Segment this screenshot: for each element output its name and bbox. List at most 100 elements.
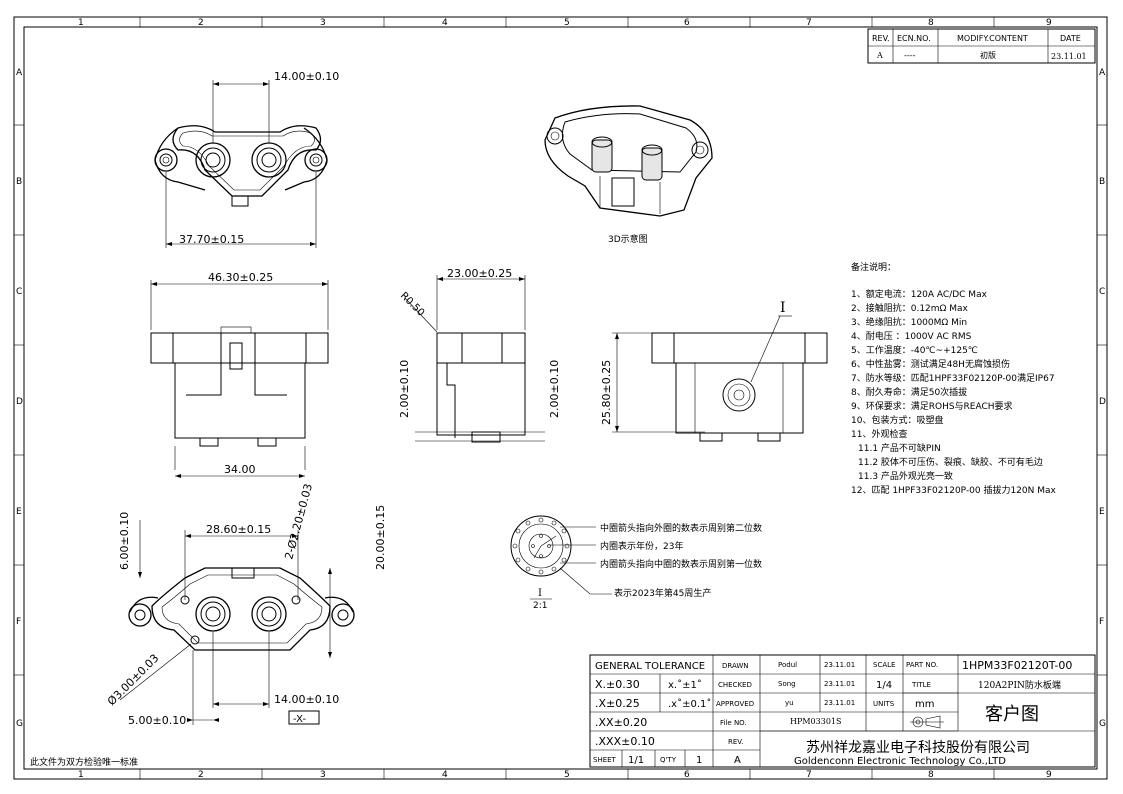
note-line: 12、匹配 1HPF33F02120P-00 插拔力120N Max bbox=[851, 484, 1057, 496]
scale-value: 1/4 bbox=[876, 680, 892, 691]
tol-row-angle: .x˚±0.1˚ bbox=[668, 698, 711, 710]
side-dim-2-right: 2.00±0.10 bbox=[548, 360, 561, 418]
inner-frame bbox=[23, 26, 1098, 770]
col-num-top: 3 bbox=[320, 18, 326, 28]
col-num-top: 2 bbox=[198, 18, 204, 28]
right-view: 25.80±0.25 I bbox=[600, 300, 828, 442]
col-num-bottom: 5 bbox=[564, 770, 570, 780]
note-line: 10、包装方式：吸塑盘 bbox=[851, 414, 943, 426]
note-line: 6、中性盐雾：测试满足48H无腐蚀损伤 bbox=[851, 358, 1010, 370]
approved-date: 23.11.01 bbox=[824, 699, 855, 707]
sheet-value: 1/1 bbox=[628, 755, 644, 766]
detail-label: I bbox=[538, 588, 542, 599]
checked-date: 23.11.01 bbox=[824, 680, 855, 688]
note-line: 3、绝缘阻抗：1000MΩ Min bbox=[851, 316, 967, 328]
top-view: 14.00±0.10 37.70±0.15 bbox=[154, 70, 339, 248]
note-line: 4、耐电压 ：1000V AC RMS bbox=[851, 330, 972, 342]
iso-caption: 3D示意图 bbox=[608, 233, 648, 245]
row-letter-left: D bbox=[16, 397, 23, 407]
tol-row: .XXX±0.10 bbox=[595, 735, 655, 748]
part-no: 1HPM33F02120T-00 bbox=[962, 659, 1072, 672]
tol-row-angle: x.˚±1˚ bbox=[668, 679, 702, 691]
top-dim-37: 37.70±0.15 bbox=[179, 233, 244, 246]
detail-note-1: 中圈箭头指向外圈的数表示周别第二位数 bbox=[600, 522, 762, 534]
sheet-label: SHEET bbox=[593, 756, 617, 764]
date-header: DATE bbox=[1060, 34, 1081, 43]
note-line: 1、额定电流：120A AC/DC Max bbox=[851, 288, 988, 300]
right-callout-I: I bbox=[780, 300, 786, 316]
tol-row: X.±0.30 bbox=[595, 678, 640, 691]
detail-view: 中圈箭头指向外圈的数表示周别第二位数 内圈表示年份，23年 内圈箭头指向中圈的数… bbox=[510, 515, 762, 611]
modify-value: 初版 bbox=[980, 50, 996, 60]
col-num-top: 6 bbox=[684, 18, 690, 28]
front-dim-46: 46.30±0.25 bbox=[208, 271, 273, 284]
units-value: mm bbox=[915, 699, 934, 710]
notes-title: 备注说明： bbox=[851, 261, 896, 273]
note-line: 11.2 胶体不可压伤、裂痕、缺胶、不可有毛边 bbox=[858, 456, 1043, 468]
checked-label: CHECKED bbox=[718, 681, 752, 689]
row-letter-left: C bbox=[16, 287, 22, 297]
row-letter-left: G bbox=[16, 719, 23, 729]
drawn-by: Podul bbox=[778, 661, 797, 669]
col-num-bottom: 7 bbox=[806, 770, 812, 780]
row-letter-left: E bbox=[16, 507, 22, 517]
col-num-bottom: 3 bbox=[320, 770, 326, 780]
row-letter-left: B bbox=[16, 177, 22, 187]
col-num-bottom: 4 bbox=[442, 770, 448, 780]
detail-note-2: 内圈表示年份，23年 bbox=[600, 540, 683, 552]
file-no: HPM03301S bbox=[790, 717, 841, 726]
company-cn: 苏州祥龙嘉业电子科技股份有限公司 bbox=[806, 740, 1030, 756]
detail-note-3: 内圈箭头指向中圈的数表示周别第一位数 bbox=[600, 558, 762, 570]
ecn-header: ECN.NO. bbox=[897, 34, 931, 43]
qty-label: Q'TY bbox=[660, 756, 677, 764]
col-num-top: 9 bbox=[1046, 18, 1052, 28]
bottom-view: 28.60±0.15 2-Ø2.20±0.03 20.00±0.15 6.00±… bbox=[105, 482, 387, 727]
side-dim-2-left: 2.00±0.10 bbox=[398, 360, 411, 418]
col-num-bottom: 9 bbox=[1046, 770, 1052, 780]
note-line: 2、接触阻抗：0.12mΩ Max bbox=[851, 302, 969, 314]
outer-frame bbox=[13, 16, 1108, 780]
bottom-dim-6: 6.00±0.10 bbox=[118, 512, 131, 570]
note-line: 11.3 产品外观光亮一致 bbox=[858, 470, 953, 482]
note-line: 5、工作温度：-40℃~+125℃ bbox=[851, 344, 978, 356]
modify-header: MODIFY.CONTENT bbox=[957, 34, 1028, 43]
qty-value: 1 bbox=[696, 755, 702, 766]
rev-label: REV. bbox=[728, 738, 743, 746]
approved-label: APPROVED bbox=[716, 700, 754, 708]
date-value: 23.11.01 bbox=[1051, 52, 1087, 61]
col-num-top: 5 bbox=[564, 18, 570, 28]
rev-header: REV. bbox=[872, 34, 890, 43]
side-dim-23: 23.00±0.25 bbox=[447, 267, 512, 280]
customer-drawing: 客户图 bbox=[985, 704, 1039, 725]
title-value: 120A2PIN防水板端 bbox=[978, 679, 1061, 691]
row-letter-right: G bbox=[1099, 719, 1106, 729]
row-letter-right: E bbox=[1099, 507, 1105, 517]
bottom-dim-20: 20.00±0.15 bbox=[374, 505, 387, 570]
detail-note-4: 表示2023年第45周生产 bbox=[614, 587, 711, 599]
col-num-bottom: 8 bbox=[928, 770, 934, 780]
title-label: TITLE bbox=[911, 681, 931, 689]
part-label: PART NO. bbox=[906, 661, 938, 669]
row-letter-left: F bbox=[16, 617, 21, 627]
top-dim-14: 14.00±0.10 bbox=[274, 70, 339, 83]
col-num-bottom: 1 bbox=[78, 770, 84, 780]
tol-row: .XX±0.20 bbox=[595, 716, 647, 729]
row-letter-right: B bbox=[1099, 177, 1105, 187]
bottom-dim-28: 28.60±0.15 bbox=[206, 523, 271, 536]
ecn-value: ---- bbox=[904, 51, 916, 60]
file-label: File NO. bbox=[720, 719, 747, 727]
drawn-date: 23.11.01 bbox=[824, 661, 855, 669]
note-line: 11、外观检查 bbox=[851, 428, 907, 440]
footer-note: 此文件为双方检验唯一标准 bbox=[30, 756, 138, 768]
right-dim-25: 25.80±0.25 bbox=[600, 360, 613, 425]
scale-label: SCALE bbox=[873, 661, 895, 669]
title-block: GENERAL TOLERANCE X.±0.30 x.˚±1˚ .X±0.25… bbox=[589, 654, 1096, 768]
note-line: 9、环保要求：满足ROHS与REACH要求 bbox=[851, 400, 1013, 412]
projection-symbol-icon bbox=[910, 715, 944, 729]
iso-view: 3D示意图 bbox=[544, 105, 713, 245]
side-view: 23.00±0.25 R0.50 2.00±0.10 2.00±0.10 bbox=[398, 267, 561, 443]
bottom-dim-14: 14.00±0.10 bbox=[274, 693, 339, 706]
row-letter-right: A bbox=[1099, 68, 1106, 78]
bottom-dim-5: 5.00±0.10 bbox=[128, 714, 186, 727]
